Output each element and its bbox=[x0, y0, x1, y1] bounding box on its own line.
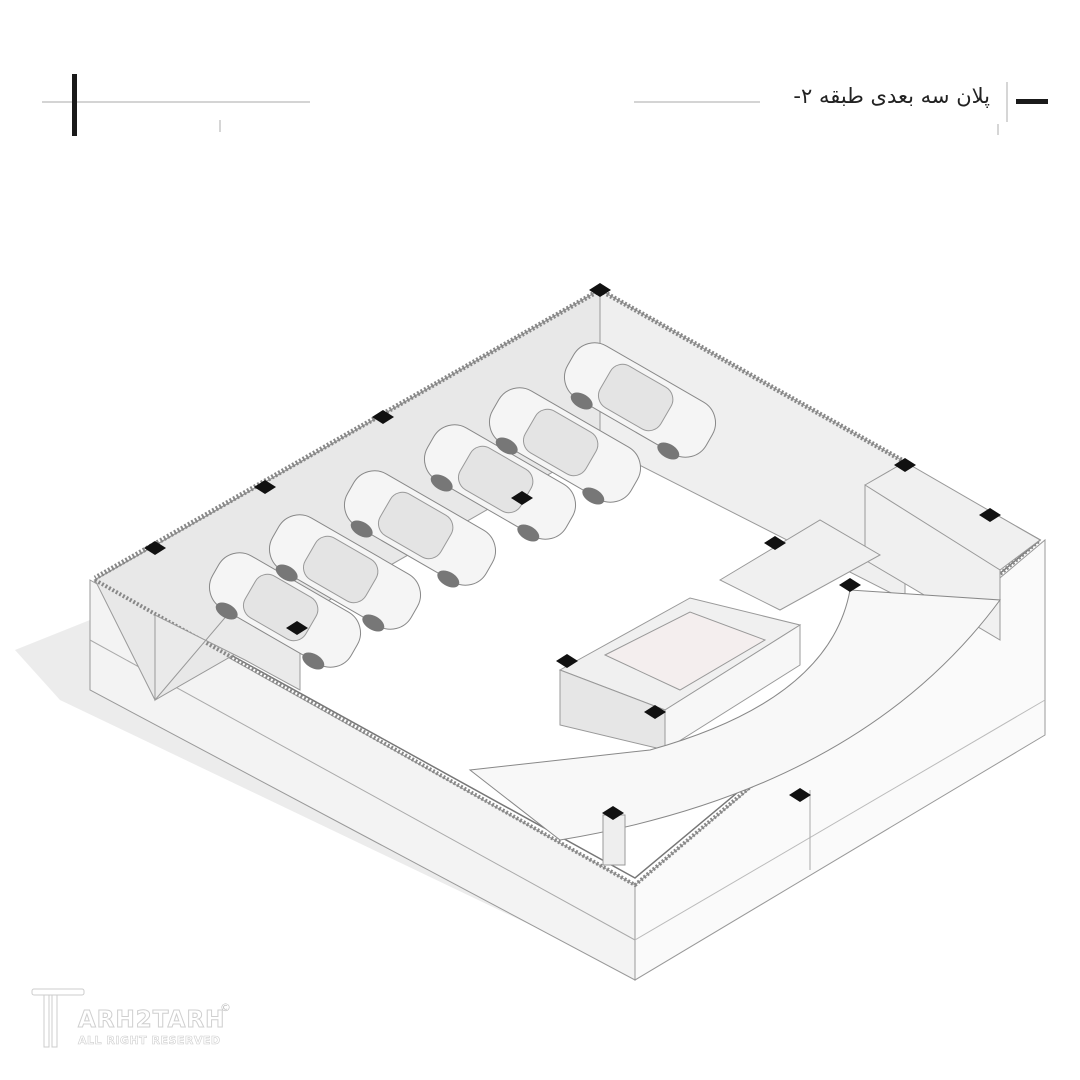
column bbox=[511, 491, 533, 505]
column bbox=[589, 283, 611, 297]
column bbox=[602, 806, 624, 820]
copyright-mark: © bbox=[220, 1001, 231, 1014]
service-rooms bbox=[558, 461, 1041, 751]
column bbox=[979, 508, 1001, 522]
column bbox=[144, 541, 166, 555]
columns bbox=[144, 283, 1001, 820]
car bbox=[564, 342, 716, 460]
column bbox=[789, 788, 811, 802]
column bbox=[839, 578, 861, 592]
header-decoration bbox=[42, 74, 1048, 136]
car bbox=[269, 514, 421, 632]
column bbox=[894, 458, 916, 472]
logo-text: ARH2TARH bbox=[77, 1007, 226, 1034]
column bbox=[372, 410, 394, 424]
column bbox=[286, 621, 308, 635]
column bbox=[644, 705, 666, 719]
column bbox=[556, 654, 578, 668]
ramp bbox=[468, 589, 1001, 841]
logo-subtitle: ALL RIGHT RESERVED bbox=[78, 1034, 221, 1048]
page-title: پلان سه بعدی طبقه ۲- bbox=[793, 84, 990, 108]
column bbox=[254, 480, 276, 494]
parked-cars bbox=[209, 342, 716, 670]
column bbox=[764, 536, 786, 550]
car bbox=[344, 470, 496, 588]
logo-pillar-icon bbox=[31, 988, 85, 1048]
logo: ARH2TARH ALL RIGHT RESERVED © bbox=[28, 985, 248, 1055]
car bbox=[489, 387, 641, 505]
